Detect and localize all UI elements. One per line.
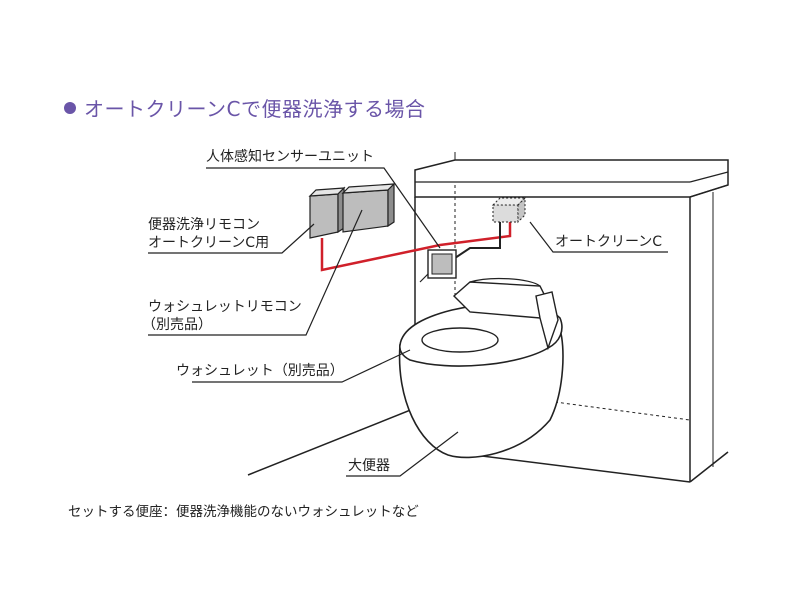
leader-washlet [192, 349, 411, 383]
auto-clean-c-device [491, 196, 527, 224]
leader-flush-remote [148, 223, 315, 254]
leader-auto-clean [529, 221, 668, 253]
leader-sensor [206, 167, 441, 249]
back-wall-cabinet [414, 152, 729, 482]
page-title: オートクリーンCで便器洗浄する場合 [64, 93, 425, 122]
label-flush-remote-line2: オートクリーンC用 [148, 235, 270, 251]
label-toilet-bowl: 大便器 [348, 458, 390, 474]
leader-washlet-remote [148, 209, 363, 336]
label-washlet: ウォシュレット（別売品） [176, 363, 344, 379]
label-auto-clean-c: オートクリーンC [555, 234, 663, 250]
floor-dashed-line [554, 401, 691, 421]
label-sensor-unit: 人体感知センサーユニット [206, 149, 374, 165]
floor-line-right [449, 451, 691, 483]
sensor-unit-device [427, 249, 457, 279]
red-wire [320, 220, 512, 272]
floor-corner [689, 451, 729, 483]
washlet-remote-device [341, 182, 396, 233]
flush-remote-device [308, 186, 346, 239]
leader-toilet-bowl [346, 431, 459, 477]
label-washlet-remote-line1: ウォシュレットリモコン [148, 299, 302, 315]
label-washlet-remote-line2: （別売品） [142, 317, 212, 333]
toilet-illustration [398, 277, 564, 459]
page-title-text: オートクリーンCで便器洗浄する場合 [84, 97, 426, 121]
black-wire [451, 215, 501, 261]
bullet-dot-icon [64, 102, 76, 114]
label-flush-remote-line1: 便器洗浄リモコン [148, 217, 260, 233]
footnote: セットする便座：便器洗浄機能のないウォシュレットなど [68, 504, 419, 520]
